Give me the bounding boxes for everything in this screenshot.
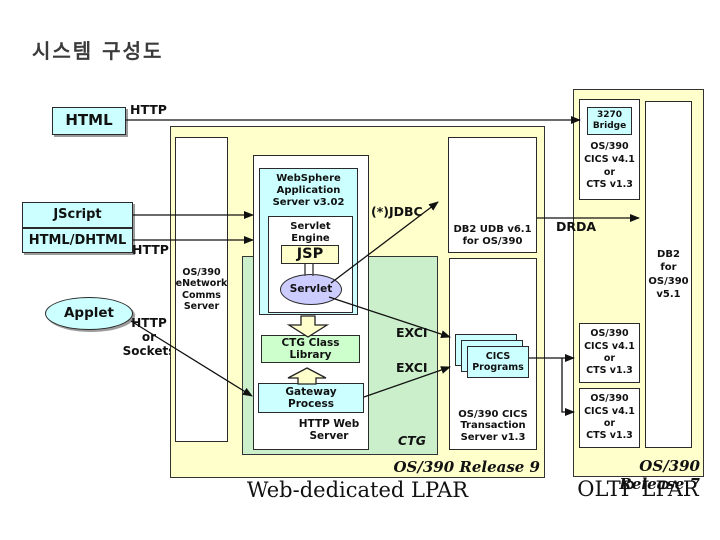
oltp-lpar-release-label: OS/390 Release 7 [619,457,700,493]
oltp-cics-middle-box: OS/390 CICS v4.1 or CTS v1.3 [579,323,640,383]
db2-udb-box: DB2 UDB v6.1 for OS/390 [448,137,537,253]
html-client-box: HTML [52,107,126,135]
html-dhtml-client-box: HTML/DHTML [22,228,133,253]
enetwork-comms-server-box: OS/390 eNetwork Comms Server [175,137,228,442]
gateway-process-box: Gateway Process [258,383,364,413]
http-web-server-label: HTTP Web Server [298,418,360,443]
jdbc-label: (*)JDBC [371,204,423,219]
jsp-box: JSP [281,245,339,264]
http-top-label: HTTP [130,102,167,117]
web-lpar-release-label: OS/390 Release 9 [393,458,540,476]
ctg-class-library-box: CTG Class Library [261,335,360,363]
oltp-db2-box: DB2 for OS/390 v5.1 [645,101,692,448]
drda-label: DRDA [556,219,597,234]
exci-upper-label: EXCI [396,325,428,340]
oltp-cics-top-label: OS/390 CICS v4.1 or CTS v1.3 [584,141,635,191]
cics-programs-box: CICS Programs [467,346,529,378]
web-lpar-caption: Web-dedicated LPAR [246,478,469,502]
exci-lower-label: EXCI [396,360,428,375]
jscript-client-box: JScript [22,202,133,228]
page-title: 시스템 구성도 [32,39,164,63]
applet-ellipse: Applet [45,297,133,330]
oltp-lpar-caption: OLTP LPAR [577,477,699,501]
servlet-ellipse: Servlet [280,274,342,305]
bridge-3270-box: 3270 Bridge [587,107,632,135]
http-mid-label: HTTP [132,242,169,257]
oltp-cics-bottom-box: OS/390 CICS v4.1 or CTS v1.3 [579,388,640,448]
ctg-label: CTG [398,433,426,448]
